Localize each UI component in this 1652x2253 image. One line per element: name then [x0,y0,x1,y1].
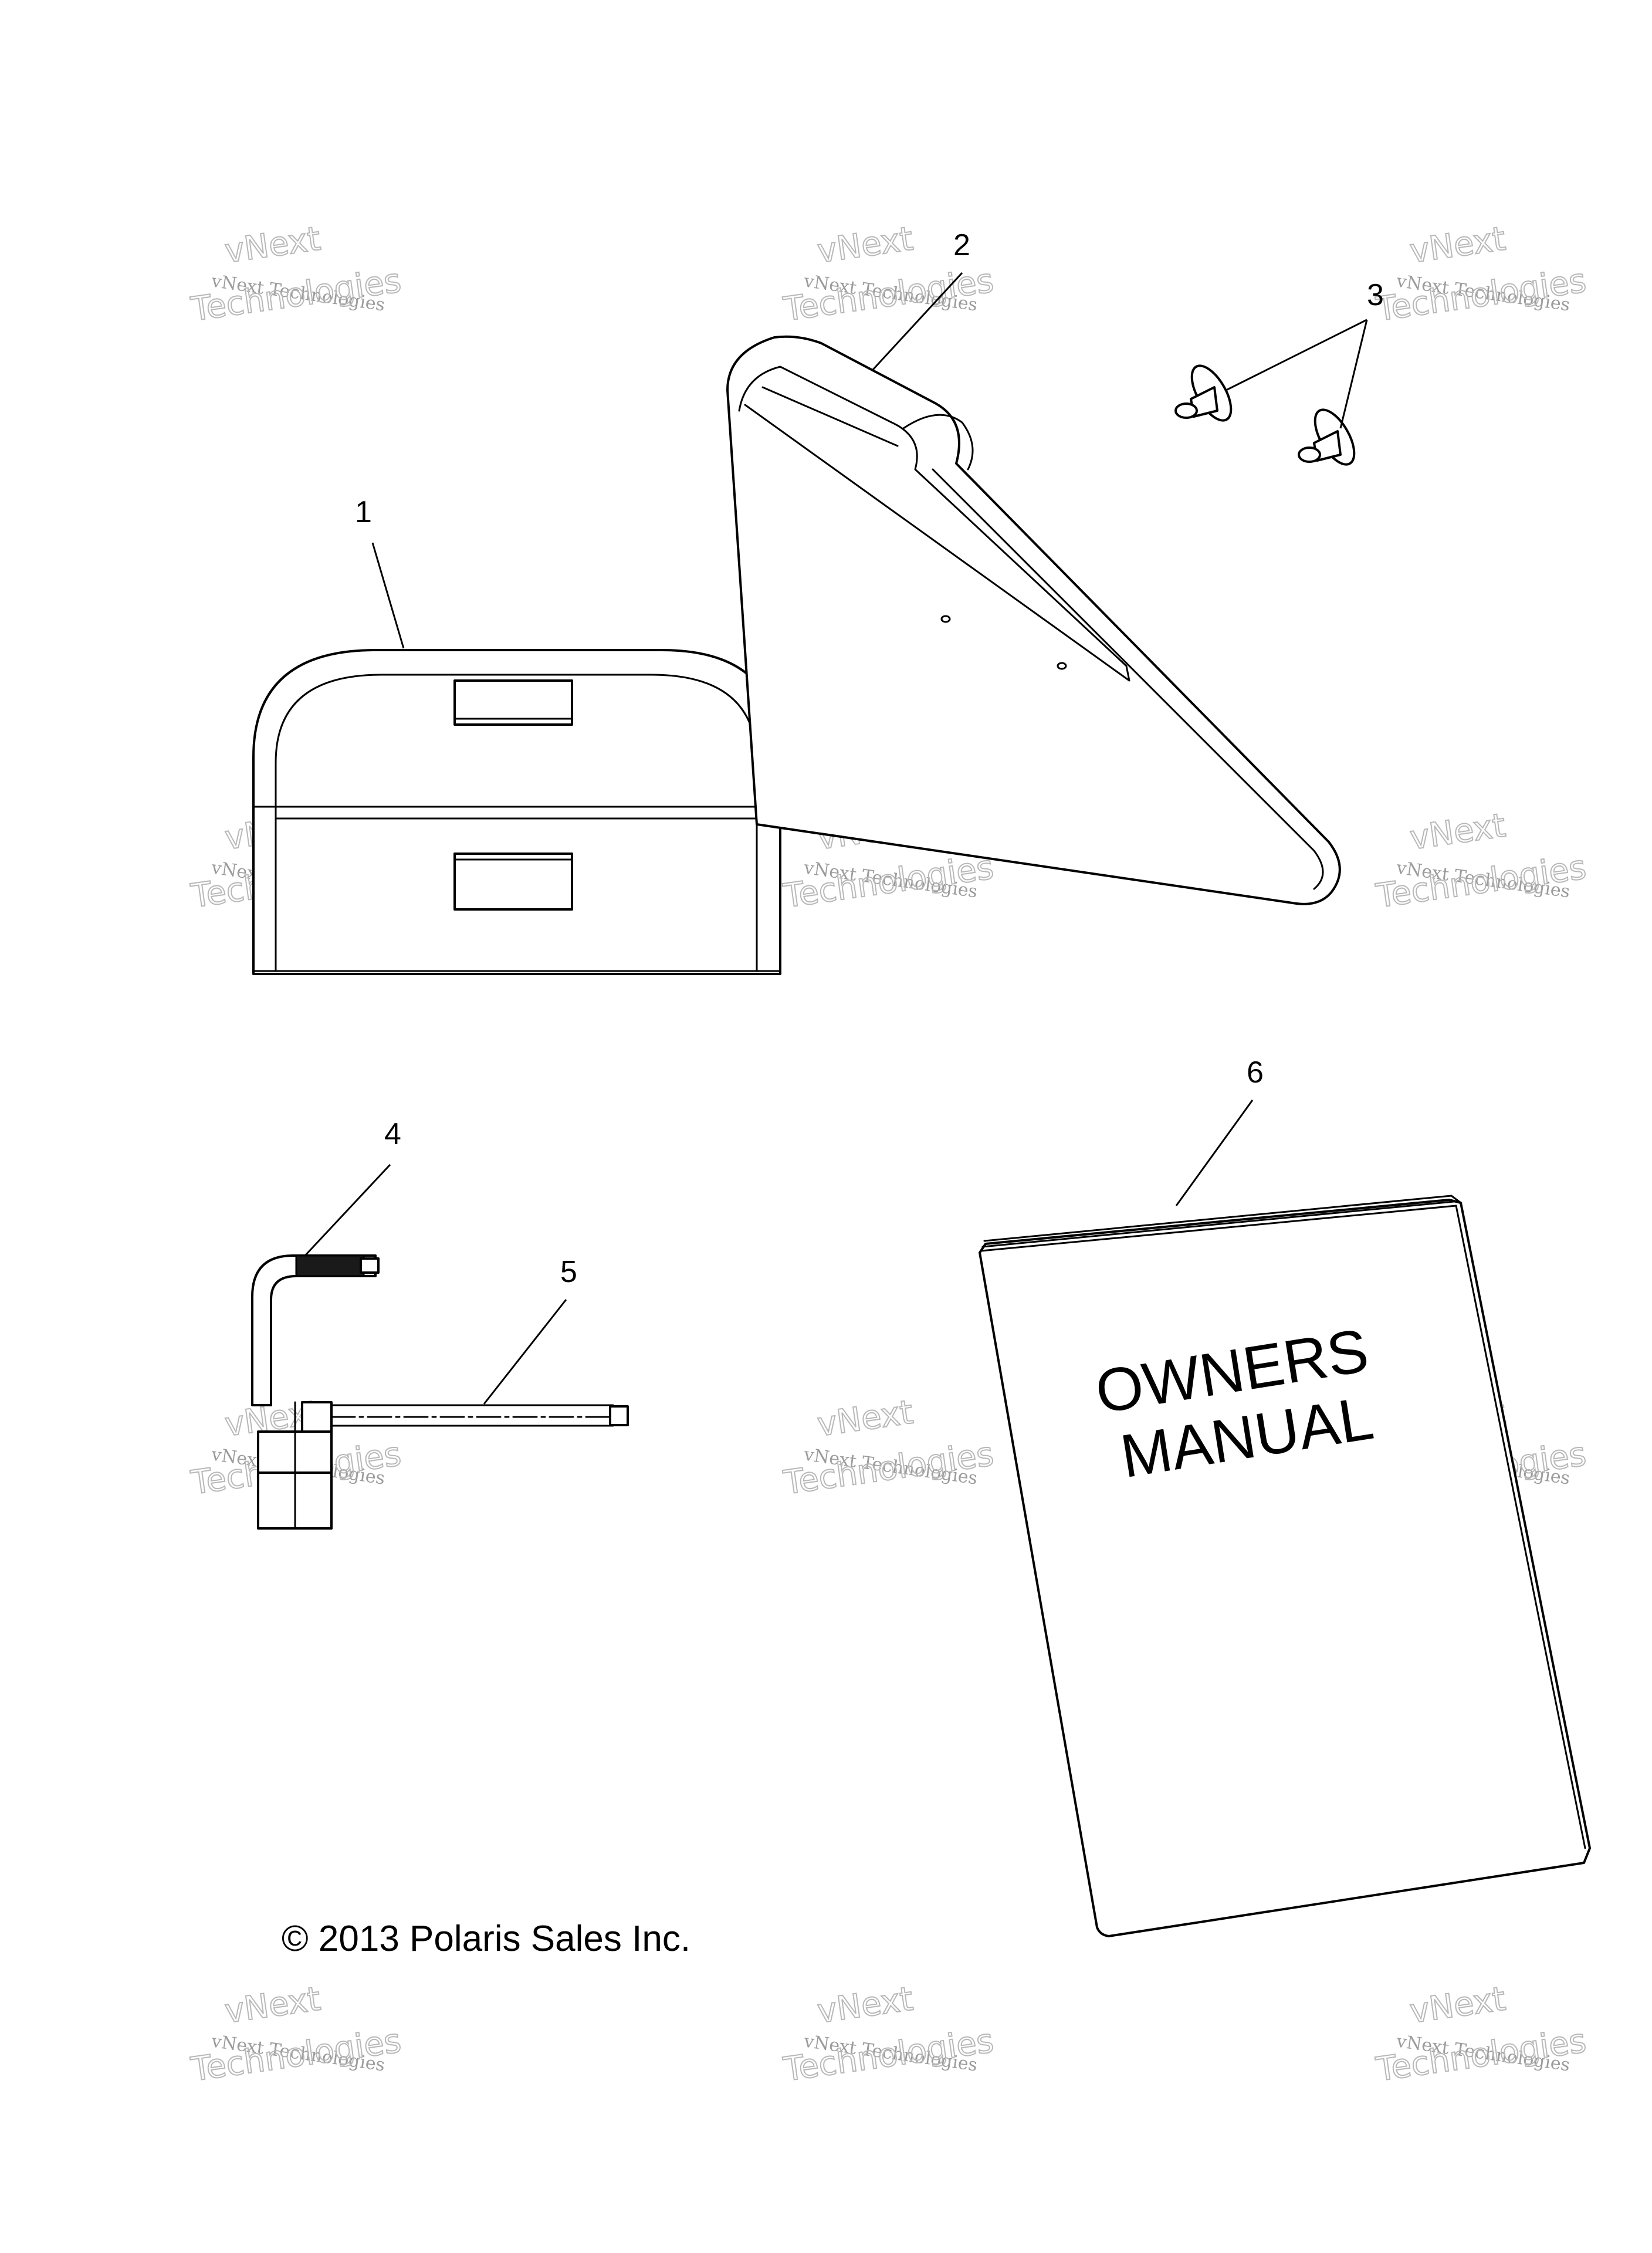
leader-2 [872,272,963,371]
callout-5: 5 [560,1255,577,1289]
part-4-hex-key [251,1254,380,1406]
callout-3: 3 [1367,278,1384,312]
svg-text:vNext: vNext [815,1393,915,1444]
svg-text:vNext: vNext [1407,219,1508,270]
callout-6: 6 [1247,1056,1264,1090]
svg-text:vNext: vNext [1407,806,1508,857]
watermark: vNext vNext Technologies Technologies [1373,806,1589,916]
watermark: vNext vNext Technologies Technologies [780,1392,996,1503]
svg-text:vNext: vNext [815,219,915,270]
svg-text:vNext: vNext [815,1980,915,2031]
watermark: vNext vNext Technologies Technologies [780,1979,996,2089]
watermark: vNext vNext Technologies Technologies [188,1979,404,2089]
copyright-notice: © 2013 Polaris Sales Inc. [282,1919,690,1959]
watermark: vNext vNext Technologies Technologies [1373,1979,1589,2089]
part-5-t-wrench [257,1401,629,1530]
watermark: vNext vNext Technologies Technologies [188,219,404,329]
svg-text:vNext: vNext [1407,1980,1508,2031]
svg-text:vNext: vNext [222,219,323,270]
callout-4: 4 [384,1117,401,1151]
leader-3b [1339,319,1368,429]
part-2-tool-bag-angled [726,335,1341,905]
rivet [1298,408,1356,466]
watermark: vNext vNext Technologies Technologies [1373,219,1589,329]
leader-1 [371,542,405,649]
leader-3a [1226,319,1367,391]
callout-2: 2 [953,228,970,262]
leader-4 [304,1163,391,1257]
part-1-tool-bag [252,649,781,975]
rivet [1174,364,1233,422]
part-3-rivets [1174,364,1356,466]
part-6-owners-manual: OWNERS MANUAL [979,1195,1591,1937]
svg-text:vNext: vNext [222,1980,323,2031]
callout-1: 1 [355,495,372,529]
leader-6 [1175,1100,1254,1206]
leader-5 [483,1299,567,1405]
